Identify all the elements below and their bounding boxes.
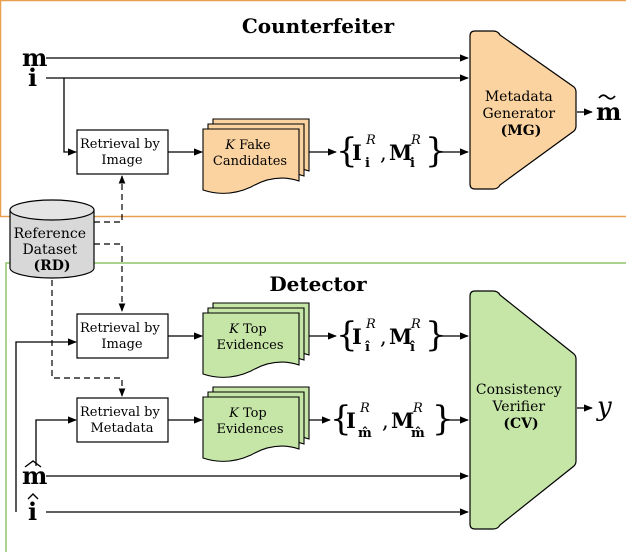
svg-text:M: M (391, 408, 414, 433)
ev-img-k: K (228, 322, 240, 337)
retrieval-top-line2: Image (101, 153, 143, 168)
rd-line1: Reference (14, 226, 86, 242)
svg-text:R: R (412, 401, 423, 416)
input-m-label: m (22, 43, 47, 72)
evidences-image-stack (202, 302, 310, 378)
fake-line1: Fake (235, 138, 271, 153)
svg-text:,: , (380, 141, 387, 165)
svg-text:{: { (330, 399, 352, 439)
svg-text:,: , (382, 409, 389, 433)
svg-text:Reference Dataset (RD): Reference Dataset (RD) (14, 226, 91, 274)
arrow-det-i-to-retrieval (15, 338, 77, 512)
mg-abbr: (MG) (501, 123, 542, 139)
det-input-i: i (28, 497, 37, 526)
svg-text:m̂: m̂ (358, 426, 372, 441)
cv-line2: Verifier (491, 399, 545, 415)
svg-text:{: { (336, 315, 358, 355)
fake-candidate-set: { I R i , M R i } (336, 131, 447, 171)
svg-text:î: î (410, 340, 415, 355)
det-ret-meta-line2: Metadata (90, 421, 153, 436)
detector-retrieval-image-box (76, 313, 169, 359)
tilde-mark (598, 94, 616, 100)
svg-text:}: } (432, 399, 454, 439)
ev-img-line2: Evidences (216, 338, 283, 353)
image-evidence-set: { I R î , M R î } (336, 315, 447, 355)
svg-text:R: R (365, 133, 376, 148)
dashed-rd-to-det-image (94, 243, 126, 312)
consistency-verifier-block (469, 290, 577, 530)
output-y: y (596, 392, 612, 422)
counterfeiter-title: Counterfeiter (242, 14, 395, 38)
mg-line1: Metadata (485, 89, 553, 105)
ev-meta-line1: Top (239, 406, 267, 421)
svg-text:R: R (410, 317, 421, 332)
svg-text:I: I (352, 324, 362, 349)
fake-k: K (224, 138, 236, 153)
svg-text:I: I (346, 408, 356, 433)
rd-line2: Dataset (22, 242, 77, 258)
output-m-tilde: m (596, 97, 621, 126)
svg-text:R: R (410, 133, 421, 148)
detector-title: Detector (269, 272, 367, 296)
svg-text:Retrieval by Metadata: Retrieval by Metadata (80, 405, 164, 436)
svg-text:{: { (336, 131, 358, 171)
svg-text:Retrieval by Image: Retrieval by Image (80, 321, 164, 352)
detector-panel (5, 262, 626, 552)
svg-text:Consistency Verifier (: Consistency Verifier (CV) (476, 382, 566, 432)
svg-text:m̂: m̂ (411, 426, 425, 441)
det-ret-img-line1: Retrieval by (80, 321, 160, 336)
det-input-i-hat (27, 493, 39, 500)
svg-text:I: I (352, 140, 362, 165)
counterfeiter-panel (0, 0, 626, 218)
detector-retrieval-metadata-box (76, 397, 169, 443)
svg-text:}: } (425, 131, 447, 171)
ev-meta-k: K (228, 406, 240, 421)
ev-img-line1: Top (239, 322, 267, 337)
svg-text:K Fake Candidates: K Fake Candidates (213, 138, 287, 169)
svg-text:,: , (380, 325, 387, 349)
mg-line2: Generator (482, 106, 555, 122)
svg-text:i: i (410, 156, 415, 171)
svg-text:R: R (365, 317, 376, 332)
arrow-i-to-retrieval (63, 78, 77, 156)
cv-line1: Consistency (476, 382, 562, 398)
fake-candidates-stack (202, 118, 310, 194)
ev-meta-line2: Evidences (216, 422, 283, 437)
metadata-evidence-set: { I R m̂ , M R m̂ } (330, 399, 454, 441)
metadata-generator-block (469, 30, 577, 190)
arrow-det-m-to-retrieval (35, 416, 77, 466)
svg-text:R: R (359, 401, 370, 416)
svg-text:K Top Evidences: K Top Evidences (216, 322, 283, 353)
det-ret-meta-line1: Retrieval by (80, 405, 160, 420)
svg-text:}: } (425, 315, 447, 355)
dashed-rd-to-det-metadata (51, 280, 126, 397)
input-i-label: i (28, 63, 37, 92)
rd-abbr: (RD) (33, 258, 70, 274)
retrieval-top-line1: Retrieval by (80, 137, 160, 152)
svg-text:i: i (365, 156, 370, 171)
det-input-m: m (22, 461, 47, 490)
cv-abbr: (CV) (503, 416, 538, 432)
evidences-metadata-stack (202, 386, 310, 462)
det-input-m-hat (24, 460, 42, 468)
reference-dataset-cylinder (9, 199, 95, 279)
svg-text:M: M (389, 140, 412, 165)
fake-line2: Candidates (213, 154, 287, 169)
svg-text:K Top Evidences: K Top Evidences (216, 406, 283, 437)
svg-text:î: î (365, 340, 370, 355)
svg-text:Retrieval by Image: Retrieval by Image (80, 137, 164, 168)
dashed-rd-to-top-retrieval (94, 175, 126, 223)
det-ret-img-line2: Image (101, 337, 143, 352)
svg-text:Metadata Generator (MG: Metadata Generator (MG) (482, 89, 559, 139)
svg-text:M: M (389, 324, 412, 349)
